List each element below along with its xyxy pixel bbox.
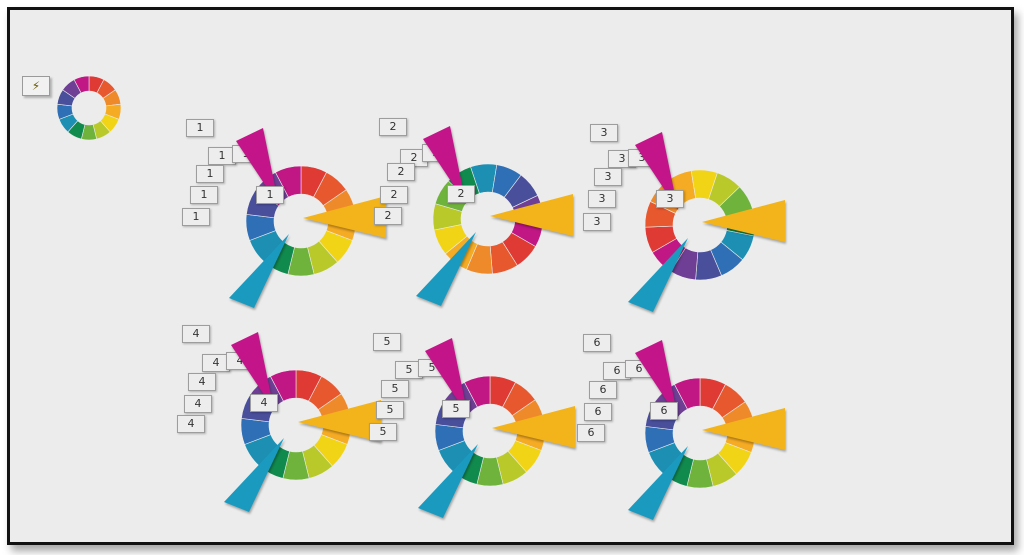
wheel-center-label[interactable]: 5: [442, 400, 470, 418]
color-segment: [275, 165, 302, 198]
wheel-label[interactable]: 5: [395, 361, 423, 379]
yellow-pointer: [303, 196, 386, 238]
color-wheel-3[interactable]: [590, 120, 790, 320]
color-segment: [270, 369, 297, 402]
wheel-label[interactable]: 2: [374, 207, 402, 225]
wheel-label[interactable]: 6: [589, 381, 617, 399]
color-wheel-2[interactable]: [378, 114, 578, 314]
wheel-label[interactable]: 1: [208, 147, 236, 165]
magenta-pointer: [231, 332, 274, 410]
wheel-center-label[interactable]: 3: [656, 190, 684, 208]
wheel-center-label[interactable]: 4: [250, 394, 278, 412]
wheel-center-label[interactable]: 1: [256, 186, 284, 204]
wheel-label[interactable]: 3: [590, 124, 618, 142]
wheel-label[interactable]: 4: [182, 325, 210, 343]
color-wheel-6[interactable]: [590, 328, 790, 528]
color-segment: [73, 75, 90, 94]
wheel-label[interactable]: 1: [196, 165, 224, 183]
teal-pointer: [416, 232, 476, 306]
wheel-label[interactable]: 5: [381, 380, 409, 398]
yellow-pointer: [298, 400, 381, 442]
magenta-pointer: [423, 126, 466, 204]
wheel-label[interactable]: 3: [594, 168, 622, 186]
wheel-label[interactable]: 2: [387, 163, 415, 181]
yellow-pointer: [490, 194, 573, 236]
magenta-pointer: [425, 338, 468, 416]
magenta-pointer: [635, 340, 678, 418]
wheel-center-label[interactable]: 2: [447, 185, 475, 203]
reference-color-wheel: [56, 75, 122, 141]
lightning-tool-icon: ⚡: [31, 79, 41, 93]
tool-button[interactable]: ⚡: [22, 76, 50, 96]
wheel-label[interactable]: 1: [190, 186, 218, 204]
teal-pointer: [224, 438, 284, 512]
wheel-label[interactable]: 5: [373, 333, 401, 351]
teal-pointer: [628, 238, 688, 312]
wheel-label[interactable]: 4: [177, 415, 205, 433]
wheel-label[interactable]: 3: [588, 190, 616, 208]
color-segment: [674, 377, 701, 410]
wheel-label[interactable]: 3: [583, 213, 611, 231]
wheel-label[interactable]: 6: [583, 334, 611, 352]
wheel-label[interactable]: 2: [380, 186, 408, 204]
color-segment: [464, 375, 491, 408]
wheel-label[interactable]: 5: [369, 423, 397, 441]
wheel-label[interactable]: 2: [379, 118, 407, 136]
wheel-label[interactable]: 5: [376, 401, 404, 419]
wheel-center-label[interactable]: 6: [650, 402, 678, 420]
wheel-label[interactable]: 1: [186, 119, 214, 137]
teal-pointer: [628, 446, 688, 520]
teal-pointer: [229, 234, 289, 308]
color-wheel-4[interactable]: [186, 320, 386, 520]
yellow-pointer: [492, 406, 575, 448]
color-ring: [56, 75, 122, 141]
wheel-label[interactable]: 6: [584, 403, 612, 421]
wheel-label[interactable]: 4: [188, 373, 216, 391]
yellow-pointer: [702, 200, 785, 242]
teal-pointer: [418, 444, 478, 518]
color-wheel-5[interactable]: [380, 326, 580, 526]
wheel-label[interactable]: 6: [577, 424, 605, 442]
canvas-window: ⚡ 1 1 1 1 1 1 1 2 2 2 2 2 2 2 3 3 3 3 3 …: [7, 7, 1014, 545]
wheel-label[interactable]: 4: [184, 395, 212, 413]
yellow-pointer: [702, 408, 785, 450]
wheel-label[interactable]: 1: [182, 208, 210, 226]
color-wheel-1[interactable]: [191, 116, 391, 316]
color-ring: [240, 369, 352, 481]
